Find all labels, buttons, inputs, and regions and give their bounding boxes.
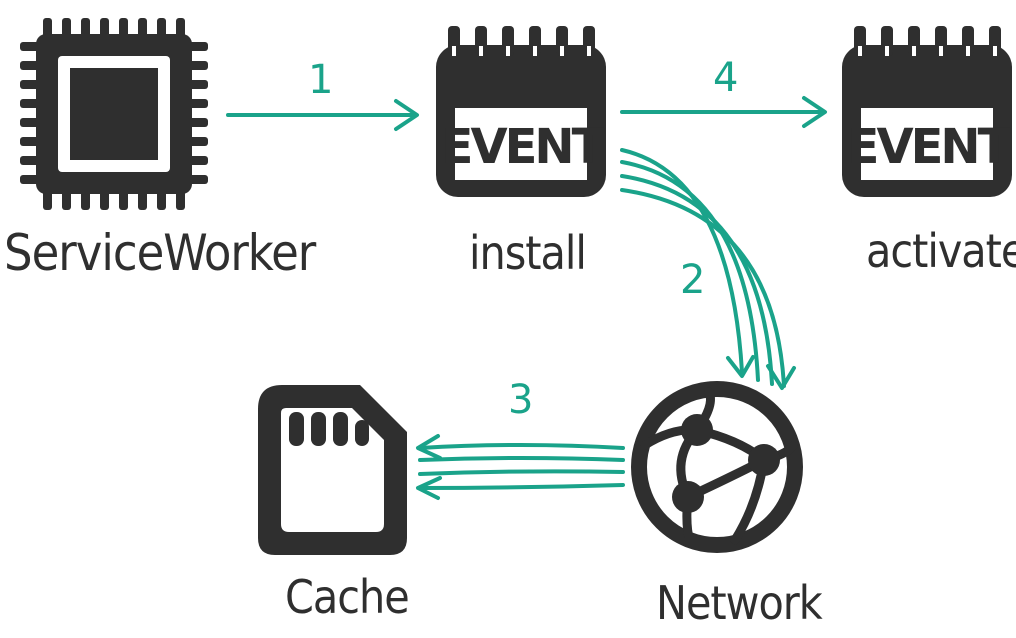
arrow-step-1 xyxy=(226,99,419,131)
network-label: Network xyxy=(656,576,823,630)
sd-card-icon xyxy=(258,385,407,555)
calendar-event-icon-install: EVENT xyxy=(436,26,608,197)
serviceworker-label: ServiceWorker xyxy=(4,224,316,282)
event-badge-activate: EVENT xyxy=(847,119,1011,175)
arrow-step-4 xyxy=(620,96,827,128)
globe-network-icon xyxy=(631,381,803,553)
event-badge-install: EVENT xyxy=(441,119,605,175)
install-label: install xyxy=(469,226,587,280)
arrow-step-2 xyxy=(620,148,796,390)
activate-label: activate xyxy=(866,224,1016,278)
step-number-2: 2 xyxy=(680,257,706,303)
step-number-1: 1 xyxy=(308,57,334,103)
calendar-event-icon-activate: EVENT xyxy=(842,26,1014,197)
cache-label: Cache xyxy=(285,570,410,624)
arrow-step-3 xyxy=(416,434,625,500)
step-number-4: 4 xyxy=(713,55,739,101)
chip-icon xyxy=(20,18,208,210)
step-number-3: 3 xyxy=(508,377,534,423)
